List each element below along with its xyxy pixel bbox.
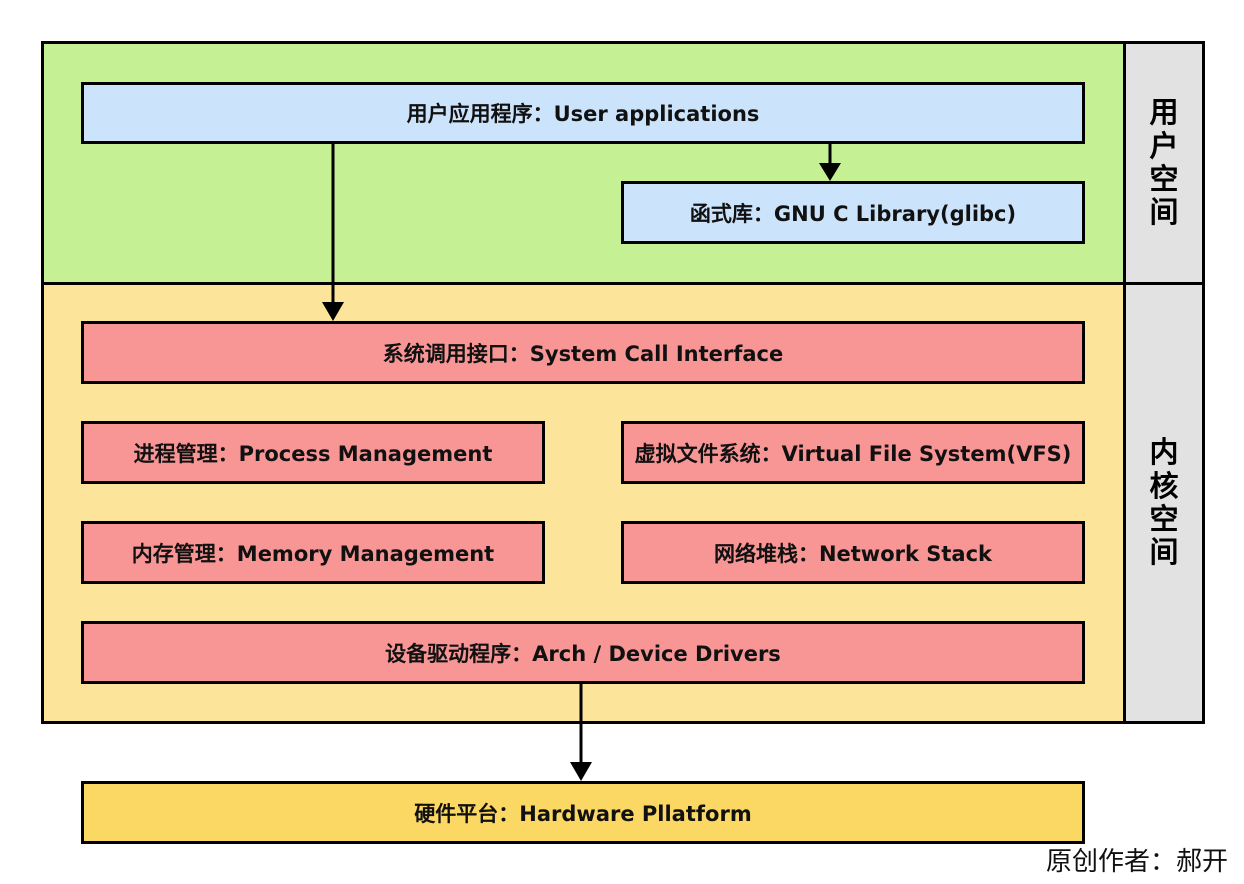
network-stack-box: 网络堆栈：Network Stack xyxy=(621,521,1085,584)
process-management-box: 进程管理：Process Management xyxy=(81,421,545,484)
process-management-text: 进程管理：Process Management xyxy=(133,441,493,466)
user-applications-box: 用户应用程序：User applications xyxy=(81,82,1085,144)
user-space-region xyxy=(41,41,1126,285)
system-call-interface-box: 系统调用接口：System Call Interface xyxy=(81,321,1085,384)
vfs-text: 虚拟文件系统：Virtual File System(VFS) xyxy=(634,441,1072,466)
glibc-text: 函式库：GNU C Library(glibc) xyxy=(689,201,1017,226)
glibc-box: 函式库：GNU C Library(glibc) xyxy=(621,181,1085,244)
arrow-apps-to-glibc-head xyxy=(819,163,841,181)
user-applications-text: 用户应用程序：User applications xyxy=(406,102,760,126)
system-call-interface-text: 系统调用接口：System Call Interface xyxy=(382,341,784,366)
vfs-box: 虚拟文件系统：Virtual File System(VFS) xyxy=(621,421,1085,484)
arrow-apps-to-syscall-head xyxy=(322,302,344,321)
device-drivers-box: 设备驱动程序：Arch / Device Drivers xyxy=(81,621,1085,684)
arrow-drivers-to-hardware-head xyxy=(570,762,592,781)
device-drivers-text: 设备驱动程序：Arch / Device Drivers xyxy=(385,641,781,666)
kernel-space-label: 内核空间 xyxy=(1123,282,1205,724)
memory-management-box: 内存管理：Memory Management xyxy=(81,521,545,584)
network-stack-text: 网络堆栈：Network Stack xyxy=(713,541,993,566)
hardware-platform-box: 硬件平台：Hardware Pllatform xyxy=(81,781,1085,844)
author-credit: 原创作者：郝开 xyxy=(1045,847,1228,877)
memory-management-text: 内存管理：Memory Management xyxy=(131,541,495,566)
hardware-platform-text: 硬件平台：Hardware Pllatform xyxy=(414,801,752,826)
